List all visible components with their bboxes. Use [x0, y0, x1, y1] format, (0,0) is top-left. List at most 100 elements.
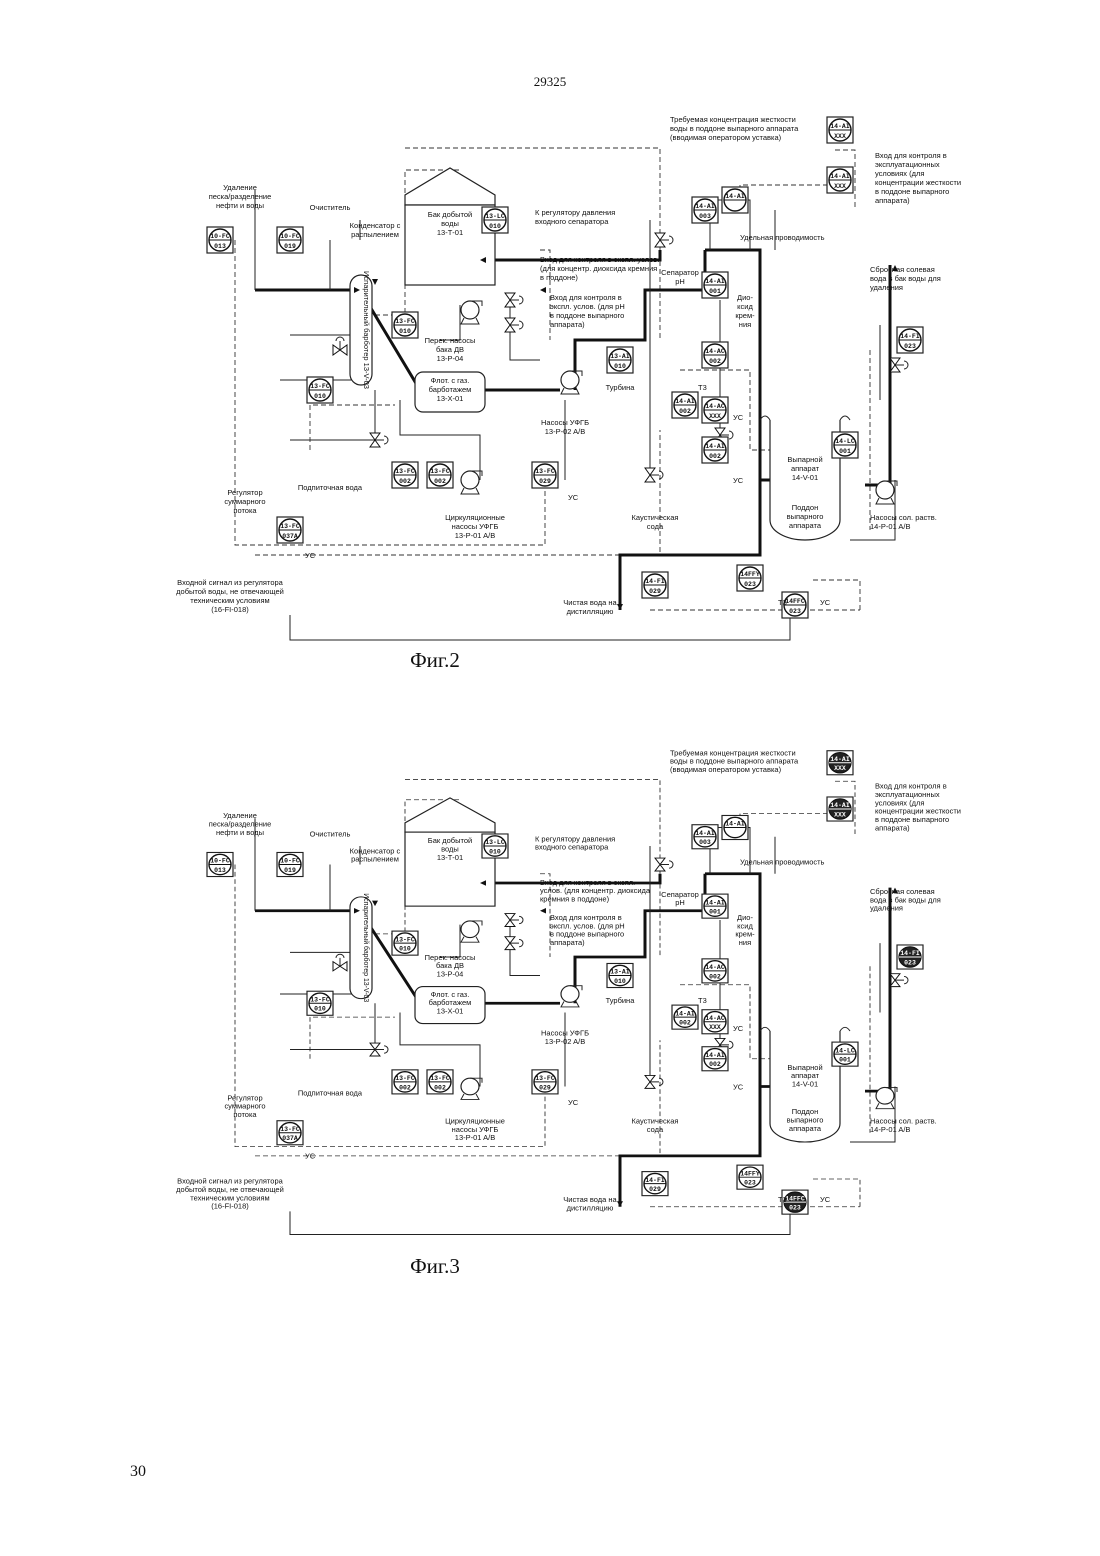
instrument-number: 001 — [839, 1057, 851, 1064]
pressure-regulator-label: К регулятору давления — [535, 835, 615, 844]
instrument-number: 002 — [709, 1061, 721, 1068]
feed-line — [290, 610, 790, 640]
instrument-number: 002 — [709, 973, 721, 980]
control-signal-line — [310, 1017, 395, 1059]
silica-label: ния — [739, 938, 751, 947]
instrument-number: 023 — [789, 1205, 801, 1212]
hardness-input-label: эксплуатационных — [875, 160, 940, 169]
instrument-number: 013 — [214, 243, 226, 250]
ys-label: УС — [733, 1083, 743, 1092]
instrument-tag: 14-AC — [705, 403, 725, 410]
instrument-number: 023 — [744, 1180, 756, 1187]
ph-input-label: аппарата) — [550, 320, 585, 329]
instrument-number: 010 — [489, 223, 501, 230]
instrument-14fi-i21: 14-FI023 — [897, 945, 923, 969]
ys-label: УС — [733, 1024, 743, 1033]
instrument-tag: 14-AI — [675, 1010, 695, 1017]
sump-label: выпарного — [787, 512, 824, 521]
instrument-tag: 14-AI — [705, 443, 725, 450]
hardness-input-label: концентрации жесткости — [875, 807, 961, 816]
instrument-number: 003 — [699, 839, 711, 846]
caustic-soda-label: сода — [647, 1125, 664, 1134]
instrument-tag: 13-AI — [610, 969, 630, 976]
instrument-14lc-i20: 14-LC 001 — [832, 1042, 858, 1066]
sand-removal-label: Удаление — [223, 183, 257, 192]
input-signal-label: добытой воды, не отвечающей — [176, 587, 284, 596]
feed-line — [440, 305, 460, 340]
hardness-input-label: Вход для контроля в — [875, 151, 947, 160]
ph-input-label: Вход для контроля в — [550, 913, 622, 922]
instrument-tag: 14-AI — [725, 821, 745, 828]
caustic-soda-label: сода — [647, 522, 664, 531]
instrument-14fi-i22: 14-FI029 — [642, 572, 668, 598]
instrument-tag: 14-LC — [835, 1047, 855, 1054]
instrument-14ai-i11: 14-AI003 — [692, 825, 718, 849]
instrument-13fc-i6: 13-FC002 — [392, 462, 418, 488]
instrument-13fc-i9: 13-FC037A — [277, 1121, 303, 1145]
instrument-tag: 14FFC — [785, 1195, 805, 1202]
recirculation-pumps-label: насосы УФГБ — [452, 522, 499, 531]
evaporator-label: Выпарной — [787, 455, 822, 464]
instrument-number: 002 — [434, 478, 446, 485]
recirculation-pumps-label: 13-P-01 A/B — [455, 531, 495, 540]
silica-label: ния — [739, 320, 751, 329]
flotation-label: Флот. с газ. — [431, 376, 470, 385]
instrument-14ai-i14: 14-AIXXX — [827, 797, 853, 821]
condenser-label: распылением — [351, 855, 399, 864]
instrument-number: 002 — [679, 1020, 691, 1027]
ph-input-label: в поддоне выпарного — [550, 930, 624, 939]
brine-discharge-label: Сбросная солевая — [870, 265, 935, 274]
instrument-tag: 13-FC — [310, 997, 330, 1004]
instrument-10fc-i1: 10-FC013 — [207, 852, 233, 876]
instrument-number: 010 — [489, 849, 501, 856]
transfer-pumps-label: Перек. насосы — [425, 336, 476, 345]
instrument-number: XXX — [834, 133, 846, 140]
instrument-13lc-i3: 13-LC010 — [482, 207, 508, 233]
process-diagram: Бак добытойводы13-Т-01Испарительный барб… — [150, 100, 970, 700]
control-signal-line — [740, 185, 830, 190]
ys-label: УС — [820, 1195, 830, 1204]
instrument-13ai-i10: 13-AI010 — [607, 963, 633, 987]
instrument-14fi-i21: 14-FI023 — [897, 327, 923, 353]
instrument-tag: 13-FC — [280, 1126, 300, 1133]
instrument-number: XXX — [709, 413, 721, 420]
instrument-tag: 13-FC — [280, 523, 300, 530]
instrument-13lc-i3: 13-LC010 — [482, 834, 508, 858]
total-flow-regulator-label: потока — [233, 1110, 257, 1119]
instrument-tag: 14-AI — [705, 899, 725, 906]
instrument-14ac-i18: 14-AC XXX — [702, 397, 728, 423]
instrument-number: 023 — [904, 343, 916, 350]
caustic-soda-label: Каустическая — [632, 1117, 679, 1126]
instrument-tag: 14-FI — [645, 1177, 665, 1184]
silica-input-label: услов. (для концентр. диоксида — [540, 886, 651, 895]
instrument-10fc-i2: 10-FC019 — [277, 852, 303, 876]
tank-label: 13-Т-01 — [437, 853, 463, 862]
brine-discharge-label: удаления — [870, 904, 903, 913]
instrument-number: 029 — [539, 478, 551, 485]
instrument-tag: 13-FC — [395, 318, 415, 325]
evaporator-vents — [760, 1027, 850, 1031]
instrument-13fc-i5: 13-FC010 — [307, 991, 333, 1015]
instrument-tag: 13-FC — [395, 936, 415, 943]
instrument-10fc-i1: 10-FC013 — [207, 227, 233, 253]
instrument-number: 002 — [434, 1084, 446, 1091]
tank-label: Бак добытой — [428, 210, 472, 219]
instrument-13fc-i9: 13-FC037A — [277, 517, 303, 543]
instrument-number: XXX — [834, 765, 846, 772]
feed-line — [510, 920, 540, 976]
ys-label: УС — [568, 493, 579, 502]
sump-label: Поддон — [792, 1108, 818, 1117]
silica-label: ксид — [737, 302, 753, 311]
instrument-tag: 13-FC — [310, 383, 330, 390]
flow-arrow — [372, 279, 378, 285]
instrument-number: 002 — [709, 453, 721, 460]
instrument-14ffy-i23: 14FFY023 — [737, 565, 763, 591]
control-signal-line — [740, 814, 830, 819]
transfer-pumps-label: 13-P-04 — [437, 970, 464, 979]
instrument-13fc-i4: 13-FC010 — [392, 931, 418, 955]
instrument-14ai-i14: 14-AIXXX — [827, 167, 853, 193]
document-number: 29325 — [0, 74, 1100, 90]
sump-label: аппарата — [789, 1124, 822, 1133]
recirculation-pumps-label: Циркуляционные — [445, 513, 505, 522]
hardness-input-label: эксплуатационных — [875, 790, 940, 799]
